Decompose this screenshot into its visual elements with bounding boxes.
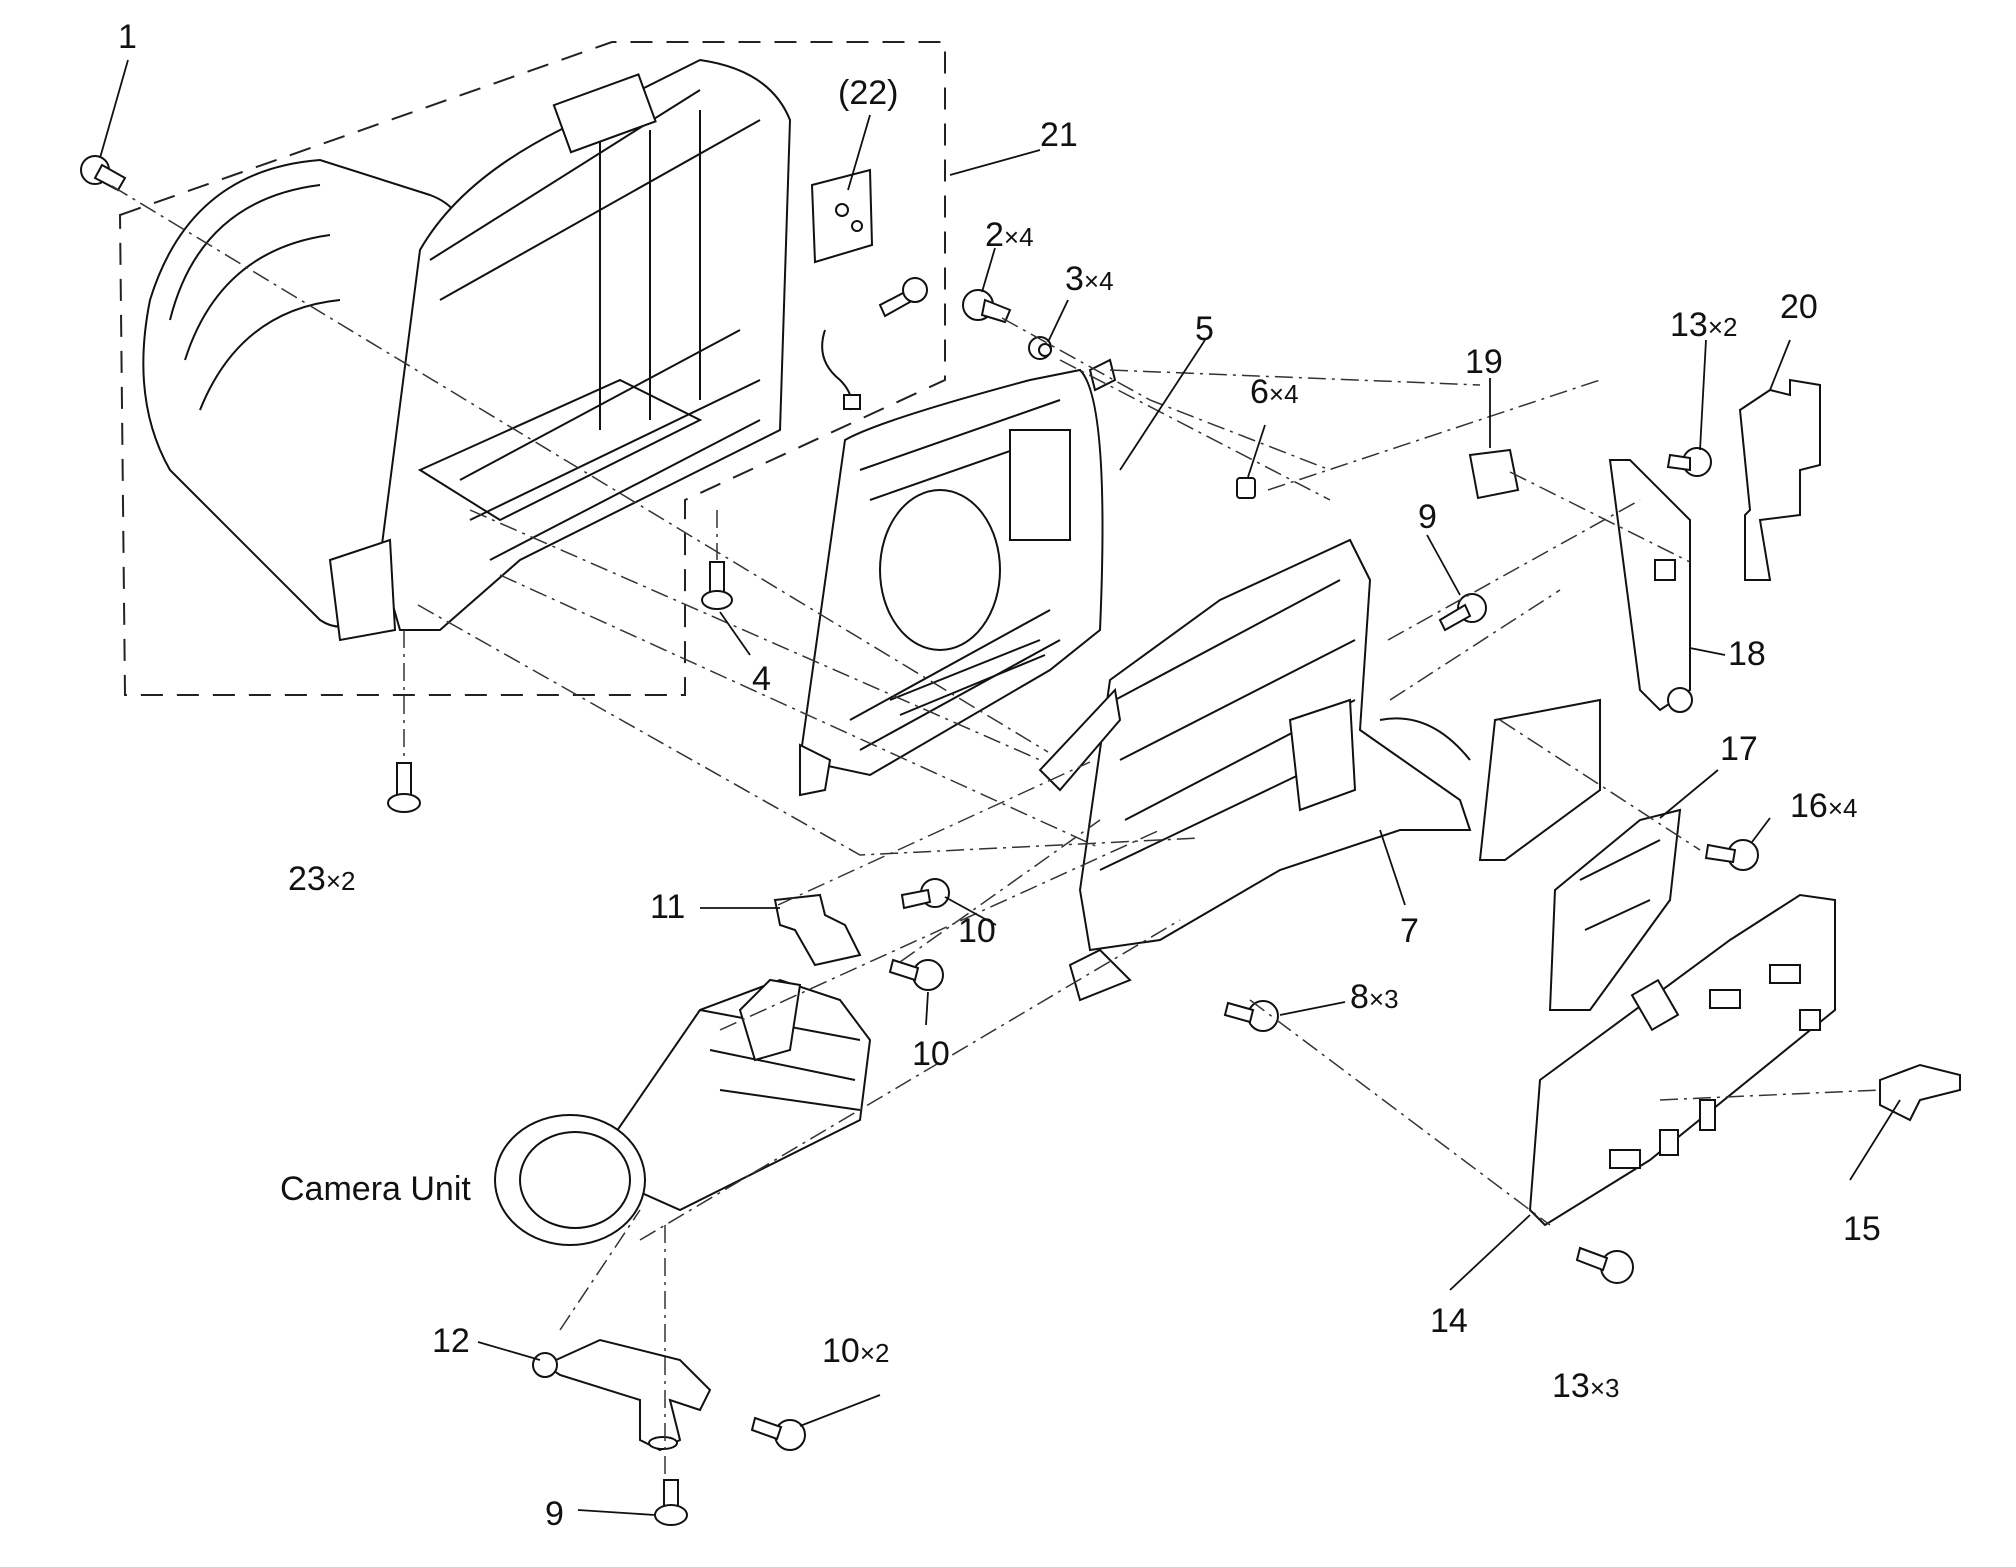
screw-10-bottom <box>750 1416 806 1451</box>
screw-23 <box>387 762 421 813</box>
screw-10-upper <box>900 878 950 910</box>
flex-cable-15 <box>1879 1063 1961 1122</box>
callout-7: 7 <box>1400 912 1419 950</box>
sheet-19 <box>1468 448 1520 500</box>
screw-4 <box>701 561 733 610</box>
callout-4: 4 <box>752 660 771 698</box>
board-17 <box>1379 698 1682 1011</box>
screw-9-bottom <box>654 1479 688 1526</box>
screw-1 <box>80 155 127 192</box>
callout-23: 23×2 <box>288 860 355 898</box>
callout-2: 2×4 <box>985 216 1034 254</box>
screw-13-top <box>1666 447 1712 477</box>
callout-1: 1 <box>118 18 137 56</box>
screw-3 <box>1028 336 1052 360</box>
callout-6: 6×4 <box>1250 373 1299 411</box>
alignment-lines <box>111 185 1881 1480</box>
callout-10-bottom: 10×2 <box>822 1332 889 1370</box>
bracket-18 <box>1608 459 1693 713</box>
main-board-14 <box>1528 893 1836 1227</box>
callout-10-middle: 10 <box>912 1035 950 1073</box>
callout-11: 11 <box>650 888 685 926</box>
callout-17: 17 <box>1720 730 1758 768</box>
callout-13-top: 13×2 <box>1670 306 1737 344</box>
screw-8 <box>1223 1000 1279 1032</box>
sheet-20 <box>1738 378 1821 581</box>
callout-22: (22) <box>838 74 898 112</box>
callout-10-upper: 10 <box>958 912 996 950</box>
main-frame-5 <box>798 358 1117 797</box>
callout-5: 5 <box>1195 310 1214 348</box>
screw-13-bottom <box>1575 1246 1634 1284</box>
callout-21: 21 <box>1040 116 1078 154</box>
camera-unit-label: Camera Unit <box>280 1170 471 1208</box>
leader-lines <box>99 59 1901 1516</box>
callout-9-top: 9 <box>1418 498 1437 536</box>
callout-3: 3×4 <box>1065 260 1114 298</box>
bracket-11 <box>773 893 862 967</box>
callout-16: 16×4 <box>1790 787 1857 825</box>
chassis-7 <box>1038 538 1472 1002</box>
callout-9-bottom: 9 <box>545 1495 564 1533</box>
callout-labels: 1 (22) 21 2×4 3×4 5 6×4 19 13×2 20 9 18 … <box>118 18 1881 1533</box>
camera-unit <box>494 978 872 1246</box>
screw-9-top <box>1438 593 1487 632</box>
assembly-21-boundary <box>118 41 946 696</box>
callout-20: 20 <box>1780 288 1818 326</box>
callout-12: 12 <box>432 1322 470 1360</box>
screw-16 <box>1704 839 1759 871</box>
callout-14: 14 <box>1430 1302 1468 1340</box>
front-cabinet <box>142 58 792 642</box>
callout-18: 18 <box>1728 635 1766 673</box>
screw-10-middle <box>888 958 944 991</box>
callout-19: 19 <box>1465 343 1503 381</box>
screw-22-area <box>878 277 928 318</box>
screw-2 <box>962 289 1012 324</box>
callout-15: 15 <box>1843 1210 1881 1248</box>
flexible-board-22 <box>810 168 874 411</box>
bracket-12 <box>532 1338 712 1452</box>
callout-8: 8×3 <box>1350 978 1399 1016</box>
spacer-6 <box>1236 477 1256 499</box>
callout-13-bottom: 13×3 <box>1552 1367 1619 1405</box>
